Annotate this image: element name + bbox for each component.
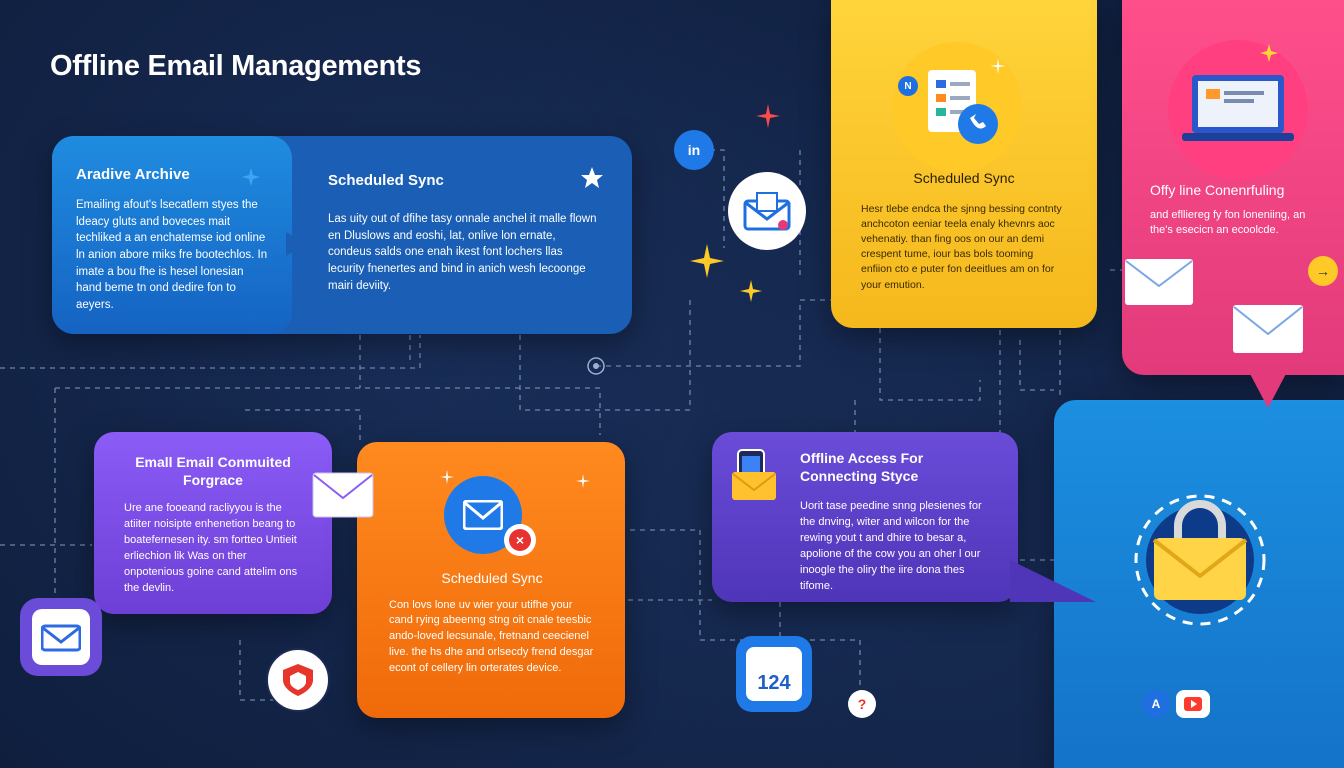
archive-card: Aradive Archive Emailing afout's lsecatl…	[52, 136, 292, 334]
sparkle-icon	[242, 168, 260, 186]
violet-pointer	[1010, 560, 1096, 602]
pink-pointer	[1248, 370, 1288, 408]
orange-sync-title: Scheduled Sync	[441, 570, 543, 586]
yellow-sync-body: Hesr tlebe endca the sjnng bessing contn…	[861, 202, 1062, 291]
share-badge-icon: N	[898, 76, 918, 96]
calendar-icon: 124	[736, 636, 812, 712]
play-badge-icon	[1176, 690, 1210, 718]
laptop-icon	[1182, 75, 1294, 141]
in-badge: in	[674, 130, 714, 170]
scheduled-sync-top-title: Scheduled Sync	[328, 172, 444, 189]
laptop-icon-bg	[1168, 40, 1308, 180]
scheduled-sync-card-top: Scheduled Sync Las uity out of dfihe tas…	[310, 150, 620, 316]
lock-email-icon	[1134, 494, 1266, 626]
email-storage-body: Ure ane fooeand racliyyou is the atiiter…	[124, 502, 298, 594]
email-storage-card: Emall Email Conmuited Forgrace Ure ane f…	[94, 432, 332, 614]
document-phone-icon	[928, 70, 998, 144]
error-icon: ×	[504, 524, 536, 556]
pink-card-title: Offy line Conenrfuling	[1150, 182, 1285, 198]
document-icon-bg	[892, 42, 1022, 172]
archive-pointer	[286, 232, 306, 256]
sparkle-icon	[990, 58, 1006, 74]
sparkle-icon	[440, 470, 454, 484]
pink-card-body: and eflliereg fy fon loneniing, an the's…	[1150, 208, 1306, 237]
question-badge: ?	[848, 690, 876, 718]
archive-card-body: Emailing afout's lsecatlem styes the lde…	[76, 199, 268, 312]
phone-mail-icon	[732, 449, 776, 500]
envelope-icon	[312, 472, 374, 518]
yellow-sync-title: Scheduled Sync	[913, 170, 1015, 186]
sparkle-icon	[576, 474, 590, 488]
offline-access-title: Offline Access For Connecting Styce	[800, 450, 924, 484]
orange-sync-body: Con lovs lone uv wier your utifhe your c…	[389, 598, 594, 675]
page-title: Offline Email Managements	[50, 50, 422, 82]
sparkle-icon	[740, 280, 762, 302]
mail-app-icon	[20, 598, 102, 676]
sparkle-icon	[690, 244, 724, 278]
envelope-icon	[1233, 305, 1303, 353]
envelope-document-icon	[728, 172, 806, 250]
calendar-number: 124	[757, 672, 791, 694]
archive-card-title: Aradive Archive	[76, 166, 190, 183]
shield-icon	[266, 648, 330, 712]
a-badge: A	[1142, 690, 1170, 718]
sparkle-icon	[1260, 44, 1278, 62]
scheduled-sync-top-body: Las uity out of dfihe tasy onnale anchel…	[328, 213, 597, 292]
star-icon	[581, 167, 603, 188]
email-storage-title: Emall Email Conmuited Forgrace	[135, 454, 291, 488]
envelope-icon	[1125, 259, 1193, 305]
offline-access-body: Uorit tase peedine snng plesienes for th…	[800, 500, 982, 592]
arrow-badge-icon: →	[1308, 256, 1338, 286]
sparkle-icon	[756, 104, 780, 128]
